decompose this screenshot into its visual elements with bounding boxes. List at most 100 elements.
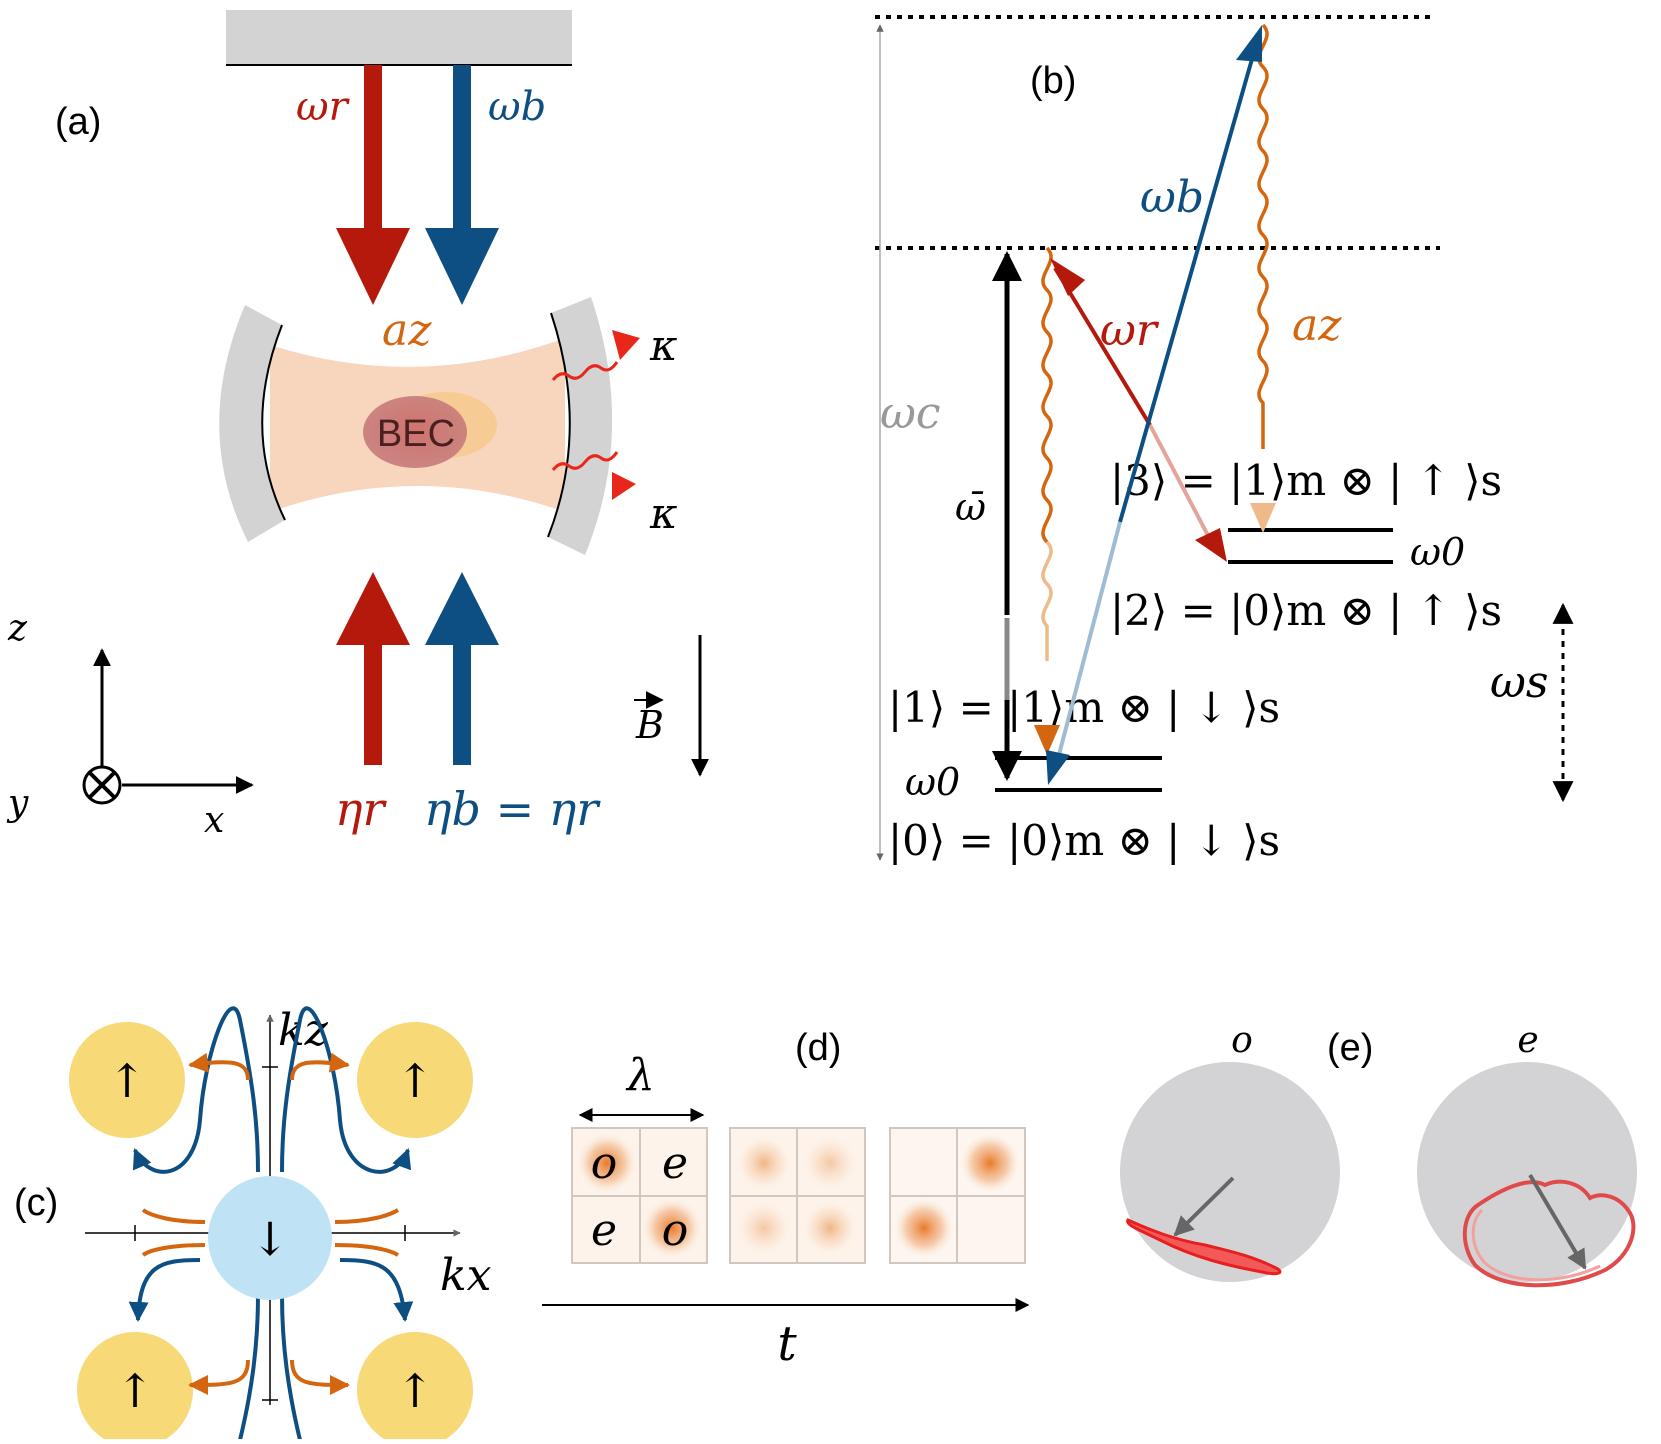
spin-vector-o	[1173, 1176, 1235, 1237]
bloch-sphere-o-label: o	[1231, 1020, 1253, 1061]
blob-2-tl	[736, 1135, 792, 1191]
panel-label-d: (d)	[795, 1027, 841, 1069]
omega-0-top-label: ω0	[1410, 530, 1465, 574]
blue-beam-down-head	[425, 228, 499, 305]
lattice-snapshot-2	[729, 1127, 866, 1264]
cell-label-tl: o	[591, 1138, 618, 1189]
red-pump-arrow	[1053, 266, 1152, 427]
spin-up-site-top-left	[69, 1022, 185, 1138]
blue-pump-arrow-upper-head	[1236, 25, 1262, 62]
panel-label-c: (c)	[14, 1182, 58, 1224]
axis-x-label: x	[204, 800, 224, 841]
red-beam-up-shaft	[364, 640, 382, 765]
spin-up-arrow-bottom-left: ↑	[116, 1364, 155, 1418]
bec-label: BEC	[377, 413, 455, 455]
path-orange-top-left	[141, 1062, 250, 1224]
kappa-bottom-label: κ	[649, 489, 678, 538]
spin-up-site-bottom-left	[77, 1332, 193, 1444]
cavity-photon-right	[1257, 23, 1269, 449]
loss-arrow-top	[612, 330, 640, 360]
kx-label: kx	[440, 1250, 492, 1301]
blue-beam-up-shaft	[453, 640, 471, 765]
cavity-photon-left-head	[1034, 725, 1060, 755]
blue-beam-down-shaft	[453, 65, 471, 231]
panel-b: (b) ωc ω̄ ω0 ω0 |3⟩ = |1⟩m ⊗ | ↑ ⟩s |2⟩ …	[875, 15, 1574, 865]
lattice-snapshot-3	[889, 1127, 1026, 1264]
path-blue-bottom-right	[280, 1258, 405, 1441]
trajectory-o	[1126, 1218, 1282, 1276]
trajectory-e-inner	[1471, 1208, 1601, 1282]
cavity-mode-label-b: az	[1292, 300, 1342, 351]
red-beam-up-head	[336, 572, 410, 645]
blob-2-br	[802, 1200, 858, 1256]
red-pump-arrow-faded	[1148, 424, 1215, 546]
path-blue-top-right	[280, 1006, 412, 1174]
spin-down-arrow: ↓	[251, 1212, 290, 1266]
panel-c: (c) kz kx ↑ ↑ ↑ ↑ ↓	[14, 1005, 492, 1444]
panel-e: (e) o e	[1120, 1020, 1637, 1288]
blob-3-e-bl	[894, 1198, 954, 1258]
spin-vector-e	[1528, 1173, 1587, 1270]
omega-c-label: ωc	[880, 388, 941, 439]
spin-up-arrow-bottom-right: ↑	[396, 1364, 435, 1418]
bloch-sphere-e	[1417, 1062, 1637, 1282]
cell-label-tr: e	[662, 1138, 688, 1189]
axis-y-label: y	[6, 783, 29, 824]
omega-r-label: ωr	[296, 84, 351, 130]
state-3-label: |3⟩ = |1⟩m ⊗ | ↑ ⟩s	[1110, 456, 1502, 505]
state-2-label: |2⟩ = |0⟩m ⊗ | ↑ ⟩s	[1110, 586, 1502, 635]
state-0-label: |0⟩ = |0⟩m ⊗ | ↓ ⟩s	[888, 816, 1280, 865]
blob-2-tr	[802, 1135, 858, 1191]
eta-b-label: ηb = ηr	[424, 782, 601, 836]
trajectory-e	[1462, 1179, 1636, 1288]
blue-pump-arrow-lower-head	[1046, 750, 1070, 785]
panel-label-e: (e)	[1327, 1027, 1373, 1069]
lambda-label: λ	[625, 1050, 655, 1101]
cavity-photon-left	[1041, 246, 1053, 544]
field-b-label: B	[635, 703, 664, 747]
loss-wave-bottom	[551, 451, 619, 471]
panel-d: (d) λ o e e o	[542, 1027, 1030, 1372]
bloch-sphere-e-label: e	[1517, 1020, 1538, 1061]
blue-pump-arrow-upper	[1118, 37, 1260, 523]
red-pump-arrow-head	[1050, 258, 1085, 296]
omega-s-label: ωs	[1490, 657, 1548, 708]
top-plate	[226, 10, 572, 65]
eta-r-label: ηr	[335, 782, 388, 836]
panel-a: (a) ωr ωb az BEC κ κ ηr ηb	[6, 10, 709, 841]
blob-1-o-tl	[577, 1133, 637, 1193]
axis-z-label: z	[7, 608, 28, 649]
loss-wave-top	[551, 361, 619, 381]
blob-1-o-br	[642, 1198, 702, 1258]
time-label: t	[777, 1316, 797, 1372]
spin-up-site-bottom-right	[357, 1332, 473, 1444]
bec-cloud	[363, 396, 467, 468]
loss-arrow-bottom	[612, 472, 636, 500]
omega-b-label: ωb	[488, 84, 546, 130]
cavity-photon-right-head	[1250, 503, 1276, 533]
spin-up-arrow-top-left: ↑	[108, 1054, 147, 1108]
path-orange-bottom-right	[290, 1243, 400, 1385]
omega-r-label-b: ωr	[1100, 305, 1160, 356]
panel-label-b: (b)	[1030, 60, 1076, 102]
cavity-mode-label: az	[382, 305, 432, 356]
red-pump-arrow-faded-head	[1195, 528, 1227, 562]
right-mirror-surface	[547, 312, 571, 538]
omega-0-bottom-label: ω0	[905, 760, 960, 804]
omega-b-label-b: ωb	[1140, 172, 1204, 223]
cell-label-bl: e	[591, 1205, 617, 1256]
spin-up-site-top-right	[357, 1022, 473, 1138]
red-beam-down-head	[336, 228, 410, 305]
spin-down-center	[208, 1176, 332, 1300]
path-blue-top-left	[132, 1006, 260, 1174]
bloch-sphere-o	[1120, 1062, 1340, 1282]
blue-pump-arrow-lower	[1053, 521, 1122, 771]
state-1-label: |1⟩ = |1⟩m ⊗ | ↓ ⟩s	[888, 683, 1280, 732]
blob-3-e-tr	[960, 1133, 1020, 1193]
path-orange-bottom-left	[141, 1243, 250, 1385]
blue-beam-up-head	[425, 572, 499, 645]
path-orange-top-right	[290, 1062, 400, 1224]
kappa-top-label: κ	[649, 321, 678, 370]
panel-label-a: (a)	[55, 101, 101, 143]
